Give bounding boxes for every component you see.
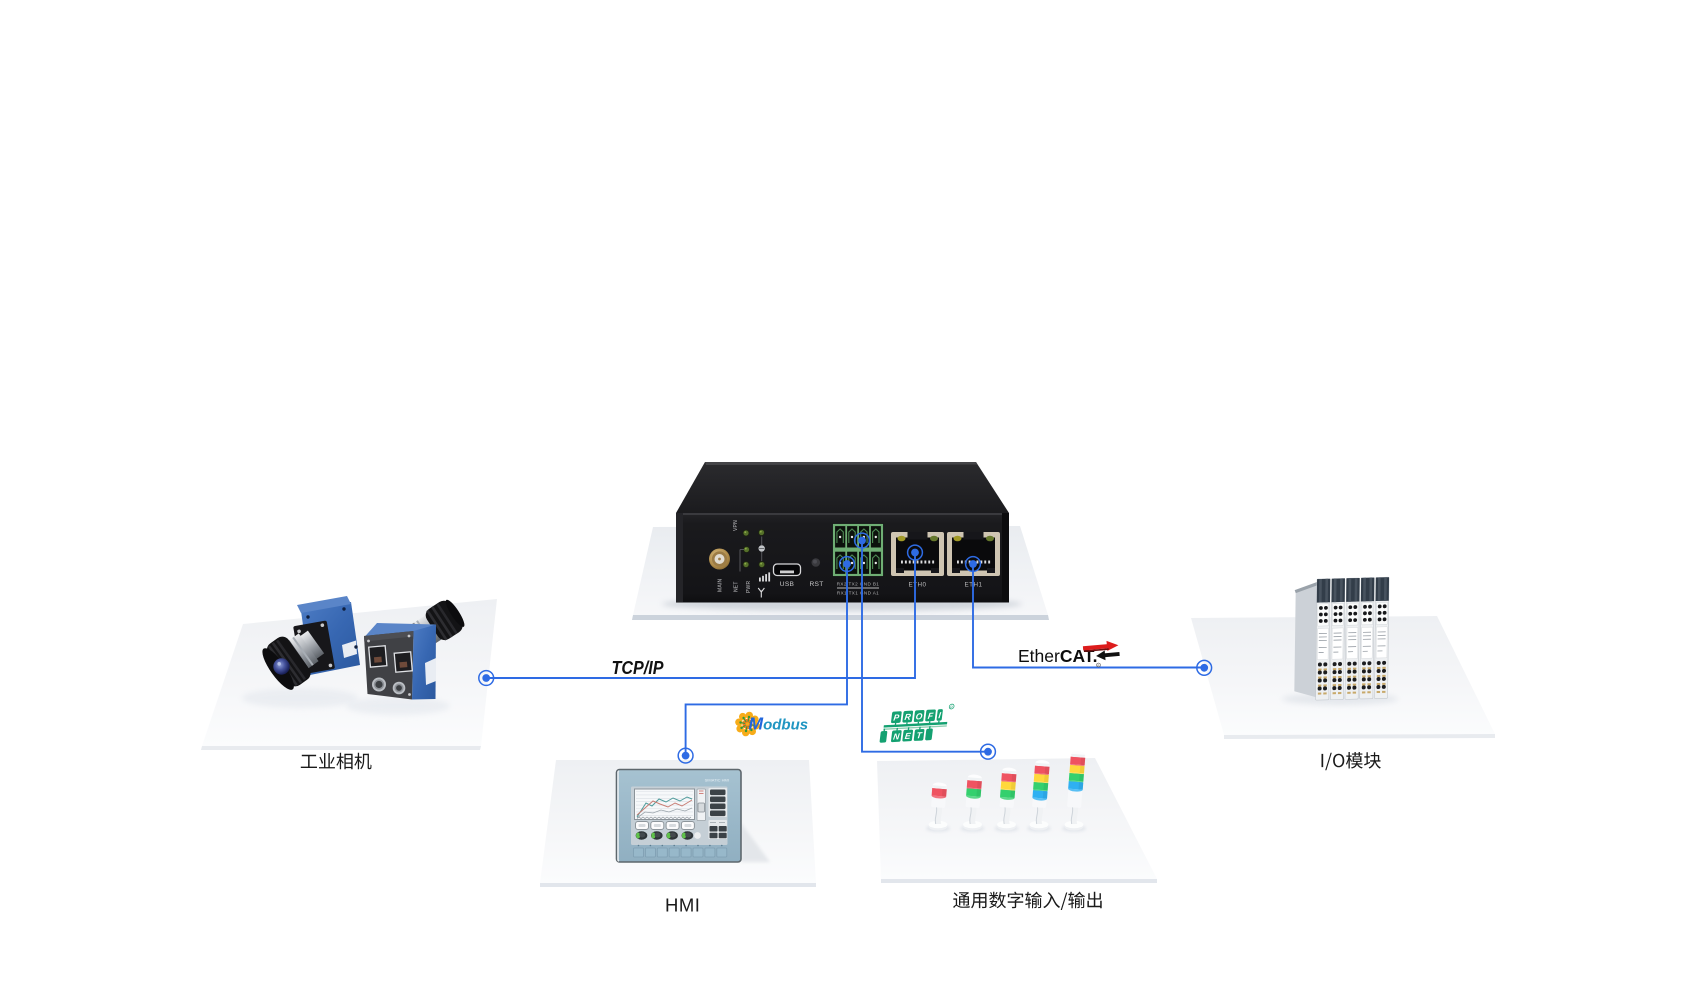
svg-text:RX1 TX1 GND A1: RX1 TX1 GND A1 xyxy=(837,591,879,596)
svg-text:Modbus: Modbus xyxy=(749,714,809,734)
svg-text:RX2 TX2 GND B1: RX2 TX2 GND B1 xyxy=(837,582,880,587)
svg-text:P: P xyxy=(893,712,900,722)
svg-text:NET: NET xyxy=(734,581,740,592)
svg-text:ETH0: ETH0 xyxy=(908,582,926,589)
svg-text:I: I xyxy=(938,710,942,720)
svg-text:E: E xyxy=(904,731,911,741)
svg-text:F: F xyxy=(927,711,934,721)
svg-text:T: T xyxy=(916,730,923,740)
svg-text:N: N xyxy=(893,731,901,741)
svg-text:USB: USB xyxy=(780,581,795,588)
svg-text:HMI: HMI xyxy=(665,895,700,916)
svg-text:RST: RST xyxy=(809,581,823,588)
svg-text:TCP/IP: TCP/IP xyxy=(612,658,665,678)
svg-text:SIMATIC HMI: SIMATIC HMI xyxy=(705,778,729,783)
svg-text:VPN: VPN xyxy=(733,520,739,531)
svg-text:MAIN: MAIN xyxy=(718,579,724,592)
svg-text:R: R xyxy=(904,712,912,722)
svg-text:O: O xyxy=(915,711,923,721)
svg-text:PWR: PWR xyxy=(746,581,752,593)
svg-text:R: R xyxy=(1097,663,1099,667)
svg-text:R: R xyxy=(950,705,953,709)
